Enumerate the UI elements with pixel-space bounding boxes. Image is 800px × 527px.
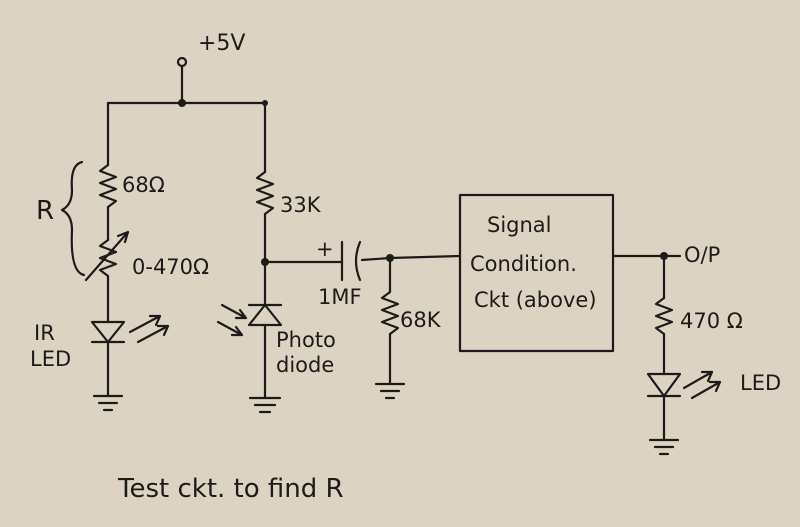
ir-led-symbol xyxy=(90,320,126,344)
ground-photo xyxy=(248,396,282,414)
resistor-68-ohm-label: 68Ω xyxy=(122,173,165,197)
photodiode-label-line2: diode xyxy=(276,353,334,377)
block-line2: Condition. xyxy=(470,252,577,276)
ground-shunt xyxy=(374,382,406,400)
ir-emission-arrows xyxy=(128,314,170,344)
block-line1: Signal xyxy=(487,213,552,237)
block-line3: Ckt (above) xyxy=(474,288,597,312)
resistor-68k-label: 68K xyxy=(400,308,442,332)
block-input-wire xyxy=(388,254,462,260)
supply-terminal xyxy=(176,56,188,107)
ir-led-label-line1: IR xyxy=(34,321,55,345)
r-bracket-label: R xyxy=(36,196,54,226)
resistor-33k-label: 33K xyxy=(280,193,322,217)
caption: Test ckt. to find R xyxy=(117,474,344,504)
signal-conditioning-block xyxy=(458,193,615,353)
potentiometer-label: 0-470Ω xyxy=(132,255,209,279)
output-led-arrows xyxy=(682,370,722,400)
resistor-470-ohm xyxy=(654,296,674,336)
potentiometer xyxy=(98,238,118,278)
resistor-470-ohm-label: 470 Ω xyxy=(680,309,743,333)
resistor-68-ohm xyxy=(98,163,118,209)
ground-output xyxy=(648,438,680,456)
ir-led-label-line2: LED xyxy=(30,347,71,371)
capacitor-1mf xyxy=(340,240,362,282)
r-bracket xyxy=(60,160,86,277)
cap-wire-right xyxy=(360,256,392,262)
resistor-33k xyxy=(255,170,275,216)
supply-label: +5V xyxy=(198,31,245,56)
photodiode-symbol xyxy=(247,303,283,327)
photodiode-label-line1: Photo xyxy=(276,328,336,352)
resistor-68k xyxy=(380,290,400,336)
output-led-symbol xyxy=(646,372,682,398)
output-led-label: LED xyxy=(740,371,781,395)
capacitor-polarity: + xyxy=(316,237,334,261)
ground-ir xyxy=(92,394,124,412)
capacitor-label: 1MF xyxy=(318,285,362,309)
photodiode-light-arrows xyxy=(216,303,248,337)
potentiometer-arrow xyxy=(84,230,130,282)
output-label: O/P xyxy=(684,243,720,267)
